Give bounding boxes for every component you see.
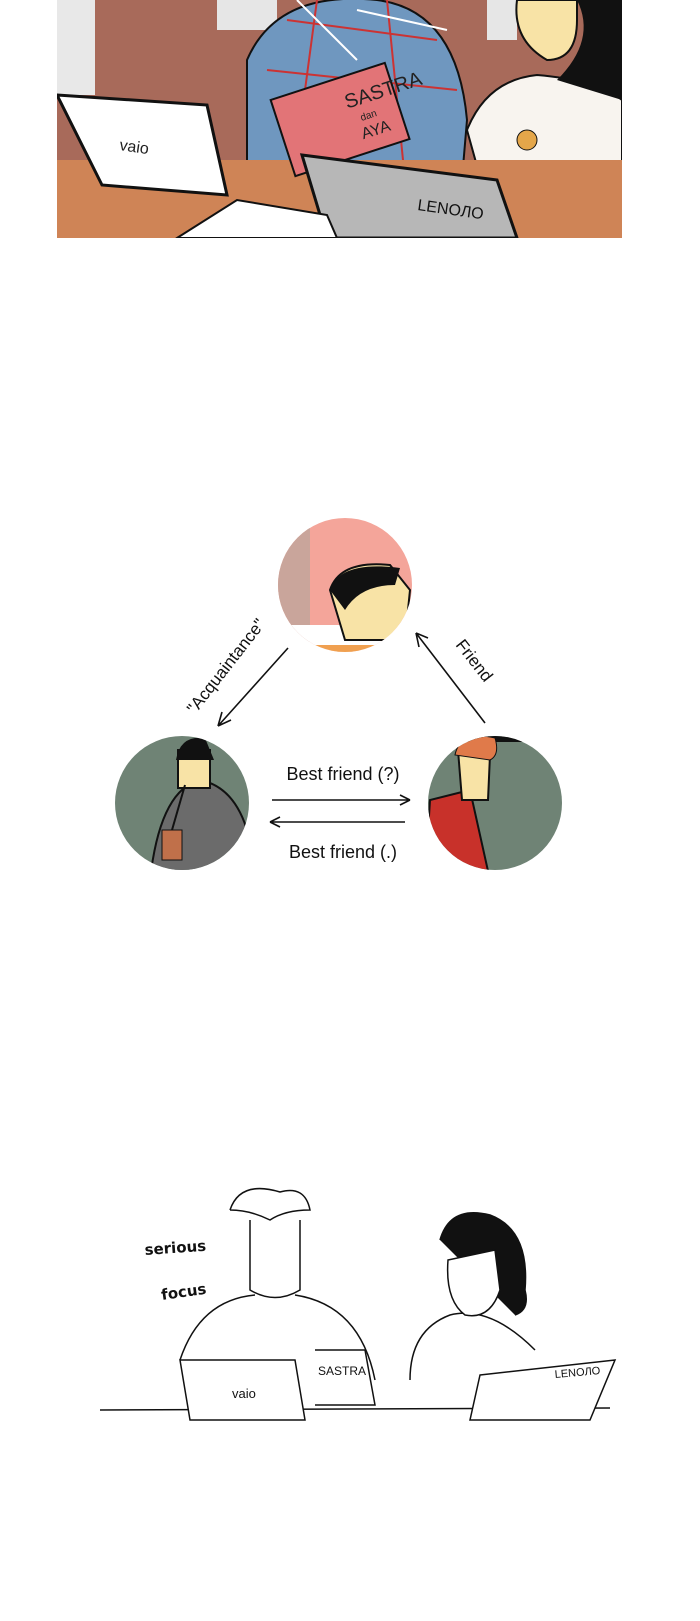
label-focus: focus xyxy=(160,1280,207,1304)
arrow-best-friend-dot xyxy=(269,816,405,828)
laptop-brand-text: vaio xyxy=(232,1386,256,1401)
label-serious: serious xyxy=(144,1237,207,1259)
label-best-friend-dot: Best friend (.) xyxy=(289,842,397,862)
label-friend: Friend xyxy=(452,636,497,686)
avatar-redhead-man xyxy=(428,736,562,870)
laptop-brand-text: LENOЛO xyxy=(554,1365,601,1381)
book-subtitle-text: dan xyxy=(359,108,378,124)
laptop-left xyxy=(57,93,229,197)
arrows xyxy=(217,632,486,828)
arrow-acquaintance xyxy=(217,647,289,727)
laptop-brand-text: vaio xyxy=(118,137,150,158)
arrow-friend xyxy=(415,632,486,724)
laptop-right xyxy=(299,153,519,238)
comic-panel-library: SASTRA dan AYA vaio LENOЛO xyxy=(57,0,622,238)
avatar-dark-haired-man xyxy=(115,736,249,870)
label-acquaintance: "Acquaintance" xyxy=(183,615,269,717)
book-title-text: SASTRA xyxy=(318,1364,366,1378)
label-best-friend-q: Best friend (?) xyxy=(286,764,399,784)
book: SASTRA dan AYA xyxy=(269,61,425,178)
sketch-laptop-left xyxy=(179,1359,306,1421)
relationship-diagram: "Acquaintance" Friend Best friend (?) Be… xyxy=(115,518,562,870)
avatar-woman xyxy=(278,518,412,652)
sketch-laptop-right xyxy=(469,1359,617,1421)
comic-panel-sketch: serious focus vaio SASTRA LENOЛO xyxy=(99,1187,617,1421)
arrow-best-friend-q xyxy=(272,794,411,806)
